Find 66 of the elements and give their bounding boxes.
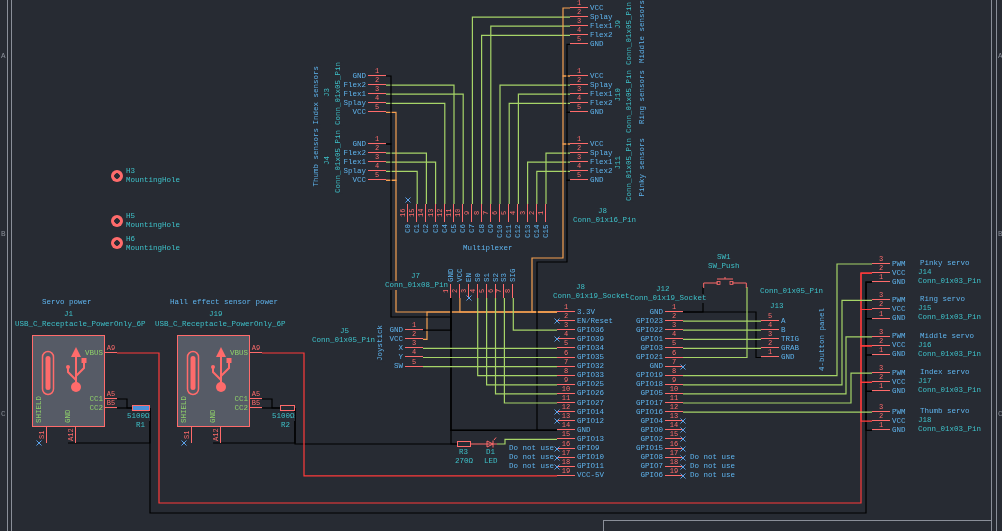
wire: [682, 372, 873, 404]
wire: [422, 311, 558, 340]
mounting-hole-symbol: [111, 237, 123, 249]
wire: [682, 286, 748, 359]
wire: [477, 297, 558, 377]
wire: [499, 84, 571, 205]
usb-connector-symbol: [177, 335, 262, 443]
push-button-symbol: [703, 277, 747, 288]
wire: [682, 347, 762, 349]
resistor-symbol: [457, 441, 471, 447]
wire: [682, 329, 762, 331]
wire: [261, 407, 281, 409]
wire: [385, 75, 392, 145]
wire: [470, 443, 483, 445]
wire: [682, 311, 762, 359]
wire: [385, 152, 427, 205]
wire: [860, 381, 873, 422]
wire: [865, 281, 873, 320]
wire: [562, 7, 571, 77]
wire: [860, 308, 873, 347]
wire: [385, 170, 418, 205]
wire: [682, 338, 762, 340]
resistor-symbol: [132, 405, 150, 411]
wire: [682, 320, 762, 322]
wire: [486, 297, 558, 386]
mounting-hole-symbol: [111, 170, 123, 182]
wire: [385, 161, 437, 205]
wire: [508, 102, 571, 205]
wire: [531, 143, 571, 313]
wire: [545, 152, 571, 205]
wire: [471, 16, 571, 205]
wire: [116, 407, 133, 409]
wire: [385, 84, 455, 205]
wire: [261, 352, 558, 477]
wire: [422, 297, 452, 331]
wire: [422, 366, 558, 368]
wire: [385, 102, 446, 205]
wire: [682, 336, 873, 395]
led-symbol: [482, 437, 497, 449]
wire: [865, 390, 873, 431]
wire: [422, 356, 558, 359]
wire: [496, 438, 558, 445]
wire: [385, 111, 397, 181]
wire: [422, 347, 558, 349]
wire: [566, 111, 571, 181]
wire: [682, 263, 873, 377]
usb-connector-symbol: [32, 335, 117, 443]
wire: [503, 297, 558, 404]
wire: [536, 179, 571, 431]
mounting-hole-symbol: [111, 215, 123, 227]
wire: [450, 429, 558, 445]
wire: [517, 93, 571, 205]
wire: [562, 75, 571, 145]
wire: [494, 297, 558, 395]
wire: [566, 43, 571, 113]
wire: [682, 411, 873, 413]
wire: [865, 354, 873, 392]
wire: [385, 93, 464, 205]
wire: [512, 297, 558, 331]
wire: [860, 345, 873, 383]
wire: [682, 299, 873, 386]
wire: [536, 170, 571, 205]
resistor-symbol: [280, 405, 295, 411]
wire: [527, 161, 571, 205]
wire: [860, 272, 873, 311]
wire: [865, 318, 873, 356]
